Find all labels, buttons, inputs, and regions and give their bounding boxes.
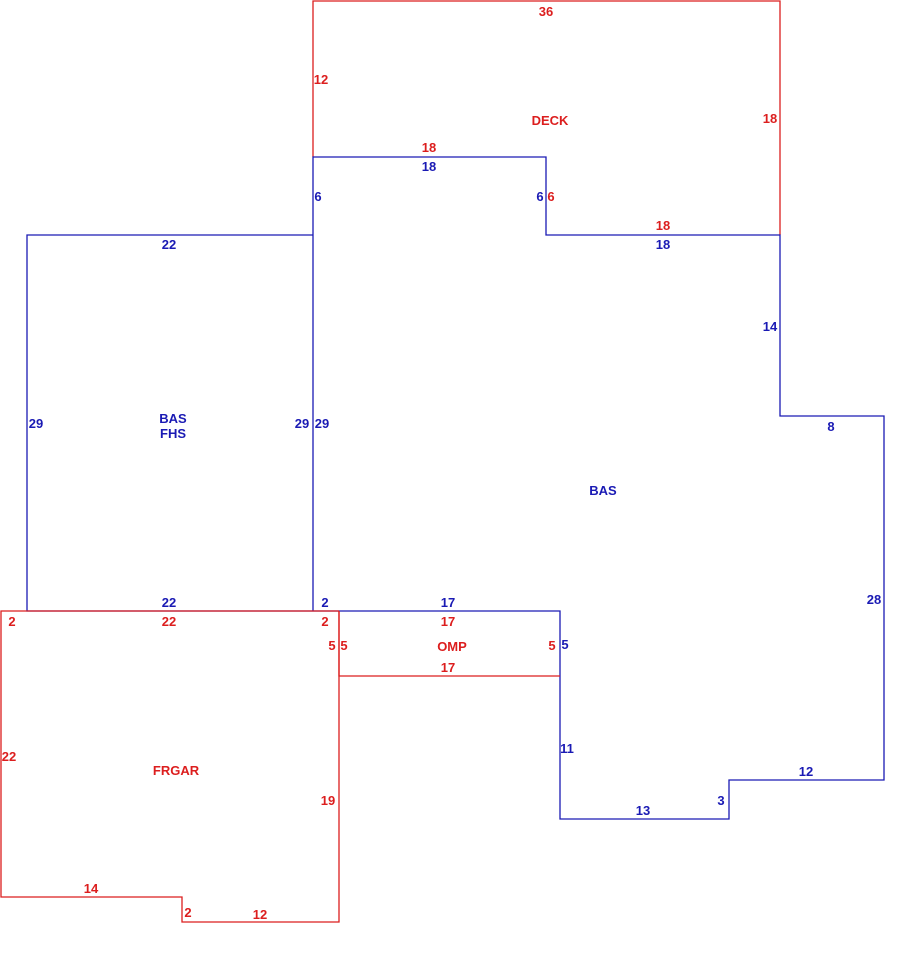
bas-dim-corner: 2 [321,595,328,610]
frgar-dim-bottom-right: 12 [253,907,267,922]
bas-fhs-dim-right: 29 [295,416,309,431]
deck-dim-bottom-left-red: 18 [422,140,436,155]
bas-dim-top-right-blue: 18 [656,237,670,252]
bas-fhs-dim-bottom: 22 [162,595,176,610]
bas-dim-right-upper: 14 [763,319,778,334]
bas-dim-left-upper: 6 [314,189,321,204]
bas-dim-top-left-blue: 18 [422,159,436,174]
deck-dim-top: 36 [539,4,553,19]
bas-dim-step-top: 8 [827,419,834,434]
deck-dim-right: 18 [763,111,777,126]
frgar-dim-top-corner-right: 2 [321,614,328,629]
bas-dim-step-blue: 6 [536,189,543,204]
bas-dim-omp-side: 5 [561,637,568,652]
bas-fhs-dim-top: 22 [162,237,176,252]
bas-dim-step-vertical: 3 [717,793,724,808]
deck-dim-step-red: 6 [547,189,554,204]
frgar-outline [0,610,340,923]
frgar-dim-right-upper: 5 [328,638,335,653]
frgar-dim-step: 2 [184,905,191,920]
frgar-dim-right-lower: 19 [321,793,335,808]
frgar-dim-top: 22 [162,614,176,629]
omp-dim-top: 17 [441,614,455,629]
deck-perimeter-line [312,0,781,235]
omp-dim-left: 5 [340,638,347,653]
omp-dim-bottom: 17 [441,660,455,675]
frgar-dim-top-corner-left: 2 [8,614,15,629]
bas-dim-left-middle: 29 [315,416,329,431]
deck-dim-left: 12 [314,72,328,87]
omp-dim-right: 5 [548,638,555,653]
area-label-bas-main: BAS [589,483,617,498]
deck-dim-bottom-right-red: 18 [656,218,670,233]
area-label-frgar: FRGAR [153,763,200,778]
area-label-deck: DECK [532,113,569,128]
frgar-perimeter-line [0,610,340,923]
bas-dim-top-omp: 17 [441,595,455,610]
frgar-dim-left: 22 [2,749,16,764]
deck-outline [312,0,781,235]
bas-main-perimeter-line [312,156,885,820]
bas-dim-step-bottom: 12 [799,764,813,779]
bas-main-outline [312,156,885,820]
area-label-bas-fhs-line2: FHS [160,426,186,441]
bas-dim-right-lower: 28 [867,592,881,607]
area-label-bas-fhs-line1: BAS [159,411,187,426]
frgar-dim-bottom-left: 14 [84,881,99,896]
bas-dim-bottom: 13 [636,803,650,818]
bas-fhs-dim-left: 29 [29,416,43,431]
bas-dim-left-lower: 11 [560,741,574,756]
area-label-omp: OMP [437,639,467,654]
